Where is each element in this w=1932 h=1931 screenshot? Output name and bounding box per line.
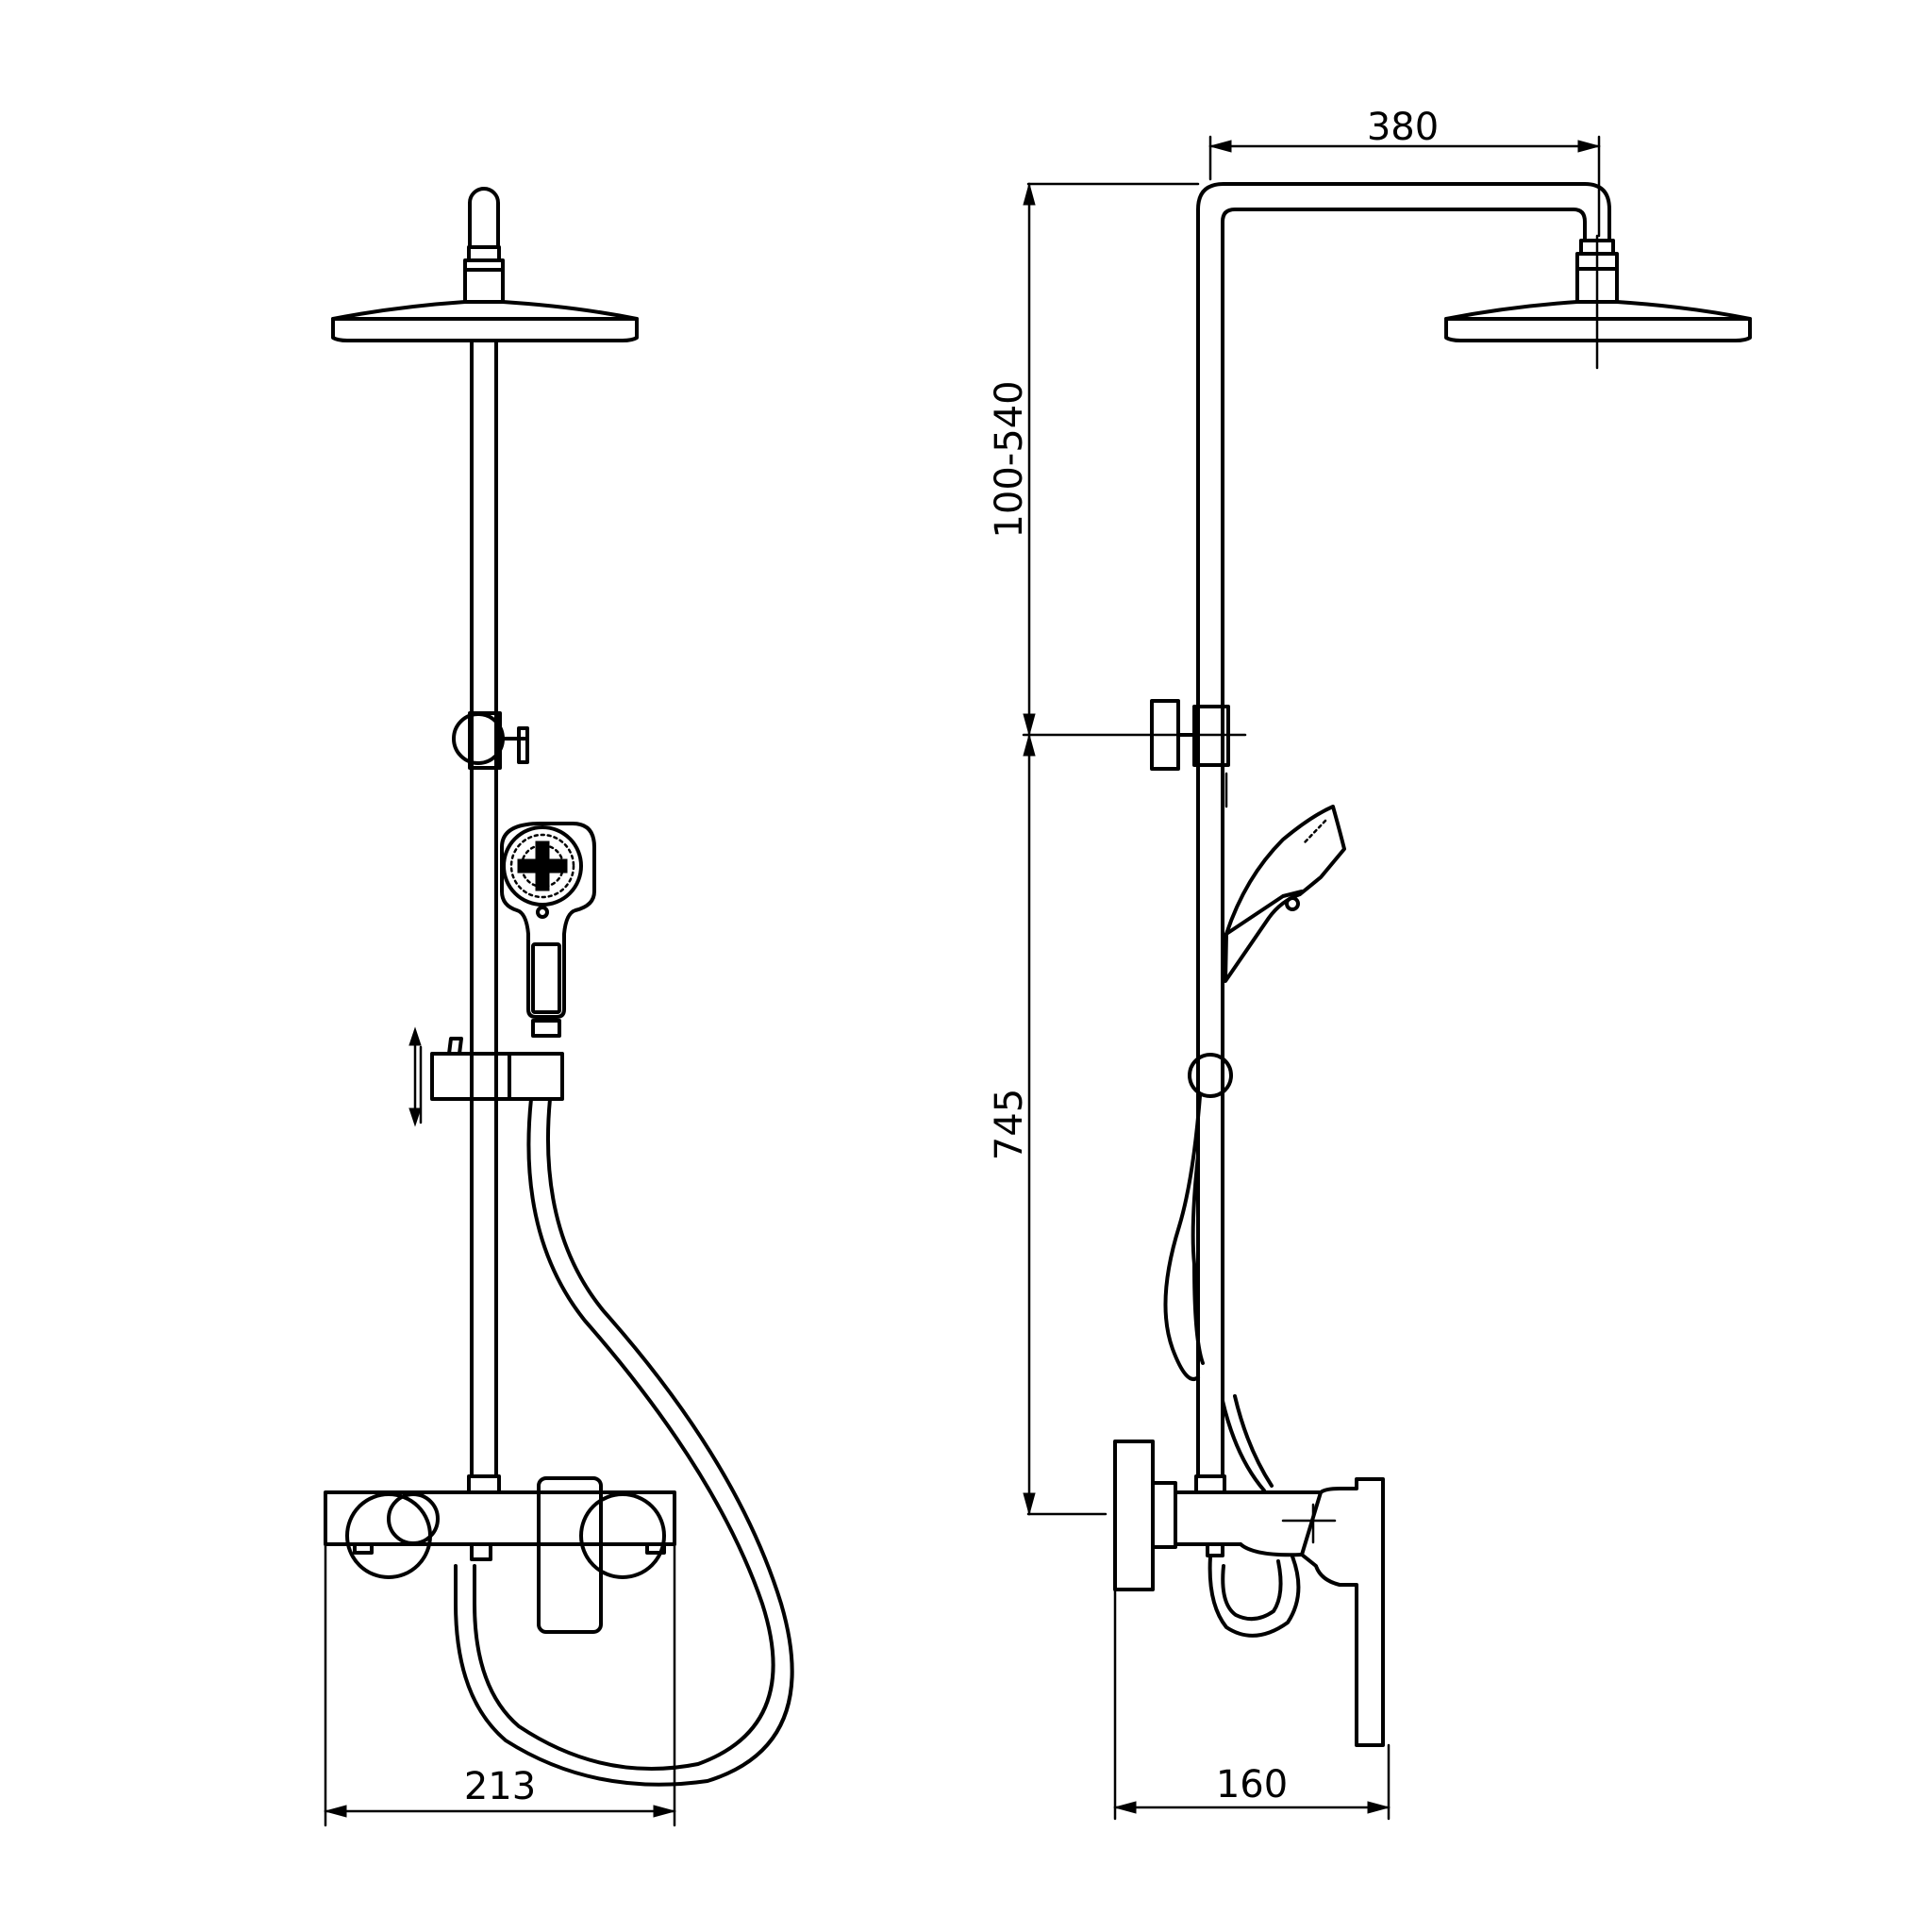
side-hose-to-mixer [1221, 1399, 1266, 1492]
dim-arm-arrow-left-icon [1208, 140, 1232, 153]
side-hose-lower-loop [1208, 1555, 1301, 1638]
side-head-top-curve [1444, 300, 1752, 321]
front-spray-selector-dot [536, 906, 549, 919]
dim-mixer-height-label: 745 [988, 1089, 1031, 1160]
dim-bottom-arrow-icon [1023, 1492, 1036, 1516]
front-spray-face [502, 825, 583, 907]
front-hose-outlet [470, 1542, 492, 1561]
front-spray-cross-icon [517, 841, 568, 891]
side-riser-arm-inner [1221, 208, 1587, 1478]
side-hose-outlet [1206, 1542, 1224, 1557]
dim-top-arrow-icon [1023, 182, 1036, 206]
side-hand-shower-button [1285, 896, 1300, 911]
side-rain-shower-head [1444, 317, 1752, 342]
side-hose-lower-loop-inner [1221, 1559, 1283, 1622]
front-head-top-curve [331, 300, 639, 321]
front-top-nut [467, 245, 501, 262]
front-slider-lever [447, 1037, 463, 1056]
front-head-connector [463, 268, 505, 304]
front-top-pipe [468, 187, 500, 249]
front-hose-nut [531, 1019, 561, 1038]
dim-side-depth-label: 160 [1216, 1763, 1288, 1806]
front-slide-arrow-up-icon [408, 1026, 422, 1046]
dim-arm-arrow-right-icon [1577, 140, 1601, 153]
side-spout-curve [1239, 1542, 1304, 1557]
dim-depth-arrow-right-icon [1367, 1801, 1391, 1814]
dim-mid-arrow-down-icon [1023, 733, 1036, 757]
front-handle-grip [531, 942, 561, 1014]
side-wall-flange [1113, 1440, 1155, 1591]
dim-front-arrow-right-icon [653, 1805, 676, 1818]
front-spray-nozzles-outer [509, 833, 575, 899]
front-rain-shower-head [331, 317, 639, 342]
side-riser-arm-outer [1196, 182, 1611, 1478]
side-hose-to-mixer-inner [1233, 1394, 1274, 1488]
front-wall-flange-left [345, 1492, 432, 1579]
front-foot-left [353, 1542, 374, 1555]
front-diverter-knob[interactable] [387, 1492, 440, 1545]
dim-front-width-label: 213 [464, 1765, 536, 1808]
side-body-cap [1151, 1481, 1177, 1549]
front-mixer-lever[interactable] [537, 1476, 603, 1634]
front-hose-outer [473, 1097, 775, 1771]
side-slider-knob[interactable] [1188, 1053, 1233, 1098]
dim-arm-reach-label: 380 [1367, 106, 1439, 149]
dim-front-arrow-left-icon [324, 1805, 347, 1818]
front-clamp-pin-end [517, 726, 529, 764]
front-mixer-body [324, 1490, 676, 1546]
side-hose-outer [1163, 1094, 1202, 1381]
side-riser-nut [1194, 1474, 1226, 1494]
front-foot-right [645, 1542, 666, 1555]
side-spray-nozzles [1303, 819, 1327, 844]
front-hand-shower[interactable] [500, 822, 596, 1019]
side-view: 380 100-540 745 160 [988, 106, 1752, 1821]
front-slide-arrow-down-icon [408, 1107, 422, 1127]
front-view: 213 [324, 187, 794, 1827]
dim-mid-arrow-up-icon [1023, 713, 1036, 737]
side-hand-shower-edge [1224, 890, 1304, 936]
side-hose-inner [1191, 1154, 1205, 1365]
side-mixer-lever[interactable] [1300, 1477, 1385, 1747]
front-slider-holder[interactable] [430, 1052, 564, 1101]
front-hose-inner [454, 1097, 794, 1787]
dim-depth-arrow-left-icon [1113, 1801, 1137, 1814]
front-riser-nut [467, 1474, 501, 1494]
front-wall-flange-right [579, 1492, 666, 1579]
dim-height-adjust-label: 100-540 [988, 380, 1031, 538]
